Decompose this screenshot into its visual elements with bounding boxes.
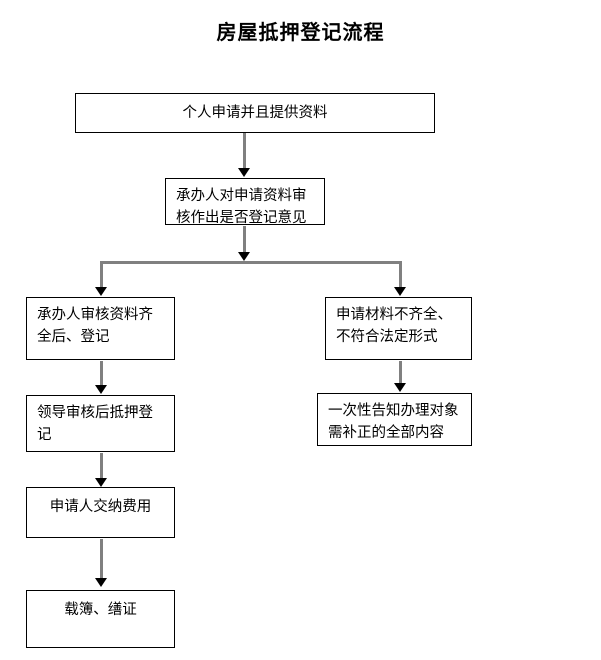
node-review: 承办人对申请资料审核作出是否登记意见 bbox=[165, 178, 325, 226]
node-left-2-label: 领导审核后抵押登记 bbox=[37, 405, 153, 443]
edge-left1-to-left2-line bbox=[100, 361, 103, 388]
page-title: 房屋抵押登记流程 bbox=[216, 22, 385, 44]
edge-left2-to-left3-line bbox=[100, 453, 103, 481]
edge-right1-to-right2-line bbox=[399, 361, 402, 386]
node-right-2-label: 一次性告知办理对象需补正的全部内容 bbox=[328, 403, 459, 441]
node-left-1-label: 承办人审核资料齐全后、登记 bbox=[37, 307, 153, 345]
edge-start-to-review-arrow bbox=[238, 168, 250, 177]
node-left-3-label: 申请人交纳费用 bbox=[49, 499, 152, 515]
node-left-2: 领导审核后抵押登记 bbox=[26, 395, 175, 452]
node-left-4-label: 载簿、缮证 bbox=[64, 602, 137, 618]
edge-split-horizontal bbox=[100, 261, 402, 264]
edge-split-to-left1-arrow bbox=[95, 287, 107, 296]
edge-split-to-left1-line bbox=[100, 261, 103, 289]
node-review-label: 承办人对申请资料审核作出是否登记意见 bbox=[176, 188, 307, 226]
edge-left2-to-left3-arrow bbox=[95, 478, 107, 487]
node-right-2: 一次性告知办理对象需补正的全部内容 bbox=[317, 393, 472, 446]
node-left-3: 申请人交纳费用 bbox=[26, 487, 175, 538]
edge-left3-to-left4-line bbox=[100, 539, 103, 581]
edge-left3-to-left4-arrow bbox=[95, 578, 107, 587]
node-left-4: 载簿、缮证 bbox=[26, 590, 175, 648]
node-start-label: 个人申请并且提供资料 bbox=[182, 105, 328, 121]
edge-review-split-arrow bbox=[238, 252, 250, 261]
edge-left1-to-left2-arrow bbox=[95, 385, 107, 394]
node-right-1-label: 申请材料不齐全、不符合法定形式 bbox=[336, 307, 452, 345]
node-left-1: 承办人审核资料齐全后、登记 bbox=[26, 297, 175, 360]
edge-start-to-review-line bbox=[243, 133, 246, 170]
edge-split-to-right1-arrow bbox=[394, 287, 406, 296]
edge-split-to-right1-line bbox=[399, 261, 402, 289]
node-right-1: 申请材料不齐全、不符合法定形式 bbox=[325, 297, 472, 360]
edge-right1-to-right2-arrow bbox=[394, 383, 406, 392]
edge-review-split-line bbox=[243, 226, 246, 258]
node-start: 个人申请并且提供资料 bbox=[75, 93, 435, 133]
